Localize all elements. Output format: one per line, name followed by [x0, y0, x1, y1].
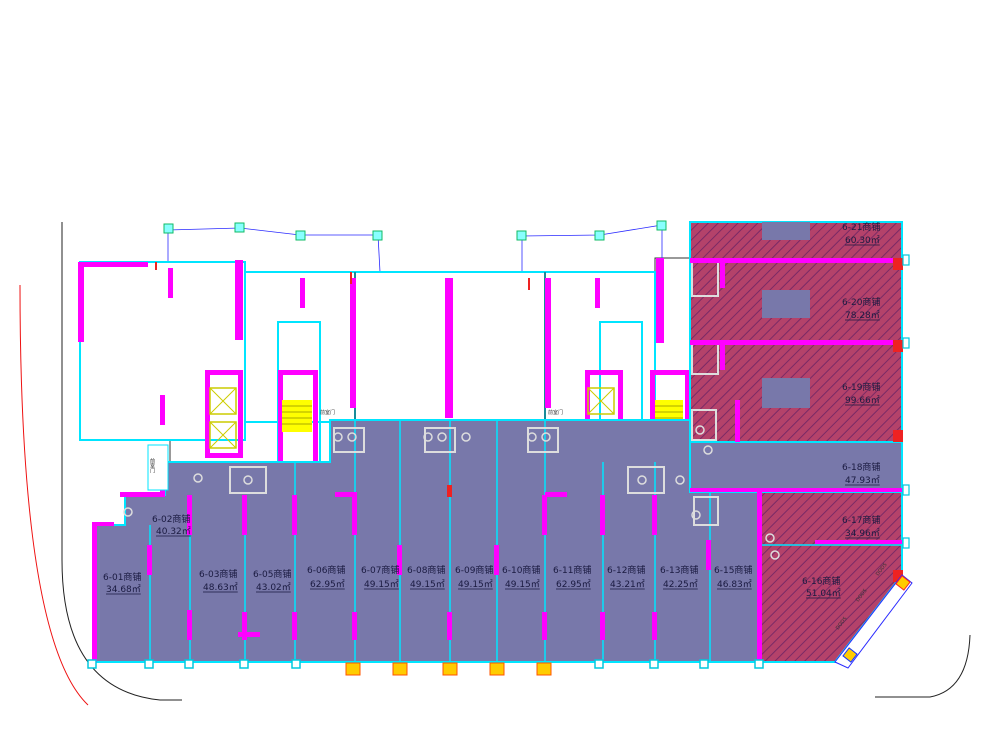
shop-area: 40.32㎡: [156, 526, 191, 537]
shop-label: 6-07商铺: [361, 564, 399, 576]
shop-area: 49.15㎡: [458, 579, 493, 590]
shop-area: 49.15㎡: [505, 579, 540, 590]
shop-labels: 6-01商铺 34.68㎡ 6-02商铺 40.32㎡ 6-03商铺 48.63…: [103, 221, 880, 599]
hatched-shop-6-17: [760, 492, 902, 545]
site-red-line: [19, 284, 89, 706]
shop-label: 6-21商铺: [842, 221, 880, 233]
column-grid: [87, 254, 910, 676]
shop-area: 49.15㎡: [364, 579, 399, 590]
shop-area: 34.68㎡: [106, 584, 141, 595]
shop-label: 6-20商铺: [842, 296, 880, 308]
top-grid: [163, 220, 667, 273]
shop-label: 6-12商铺: [607, 564, 645, 576]
shop-area: 62.95㎡: [310, 579, 345, 590]
hatched-shop-6-16: [760, 545, 902, 662]
shop-label: 6-05商铺: [253, 568, 291, 580]
shop-label: 6-13商铺: [660, 564, 698, 576]
shop-label: 6-10商铺: [502, 564, 540, 576]
site-curve-left: [61, 222, 182, 701]
shop-label: 6-06商铺: [307, 564, 345, 576]
shop-label: 6-11商铺: [553, 564, 591, 576]
shop-label: 6-16商铺: [802, 575, 840, 587]
shop-area: 46.83㎡: [717, 579, 752, 590]
fire-door-tag: 前室门: [320, 409, 335, 416]
fire-door-tag: 前室门: [149, 457, 155, 474]
fire-door-tag: 前室门: [548, 409, 563, 416]
shop-area: 49.15㎡: [410, 579, 445, 590]
shop-label: 6-19商铺: [842, 381, 880, 393]
shop-area: 78.28㎡: [845, 310, 880, 321]
shop-area: 99.66㎡: [845, 395, 880, 406]
shop-area: 43.21㎡: [610, 579, 645, 590]
shop-label: 6-09商铺: [455, 564, 493, 576]
shop-walls: [92, 462, 762, 662]
fixtures: [123, 425, 780, 560]
shop-area: 43.02㎡: [256, 582, 291, 593]
site-curve-right: [875, 634, 971, 698]
shop-label: 6-15商铺: [714, 564, 752, 576]
shop-area: 60.30㎡: [845, 235, 880, 246]
core-walls: [78, 258, 690, 462]
shop-label: 6-03商铺: [199, 568, 237, 580]
shop-label: 6-01商铺: [103, 571, 141, 583]
fire-door-tags: 前室门 前室门 前室门: [147, 409, 563, 491]
shop-area: 47.93㎡: [845, 475, 880, 486]
shop-area: 51.04㎡: [806, 588, 841, 599]
shop-label: 6-02商铺: [152, 513, 190, 525]
shop-label: 6-17商铺: [842, 514, 880, 526]
shop-6-18-zone: [689, 441, 903, 493]
shop-label: 6-08商铺: [407, 564, 445, 576]
shop-area: 34.96㎡: [845, 528, 880, 539]
shop-label: 6-18商铺: [842, 461, 880, 473]
shop-area: 48.63㎡: [203, 582, 238, 593]
shop-area: 62.95㎡: [556, 579, 591, 590]
north-shop-outlines: [689, 221, 903, 582]
shop-area: 42.25㎡: [663, 579, 698, 590]
